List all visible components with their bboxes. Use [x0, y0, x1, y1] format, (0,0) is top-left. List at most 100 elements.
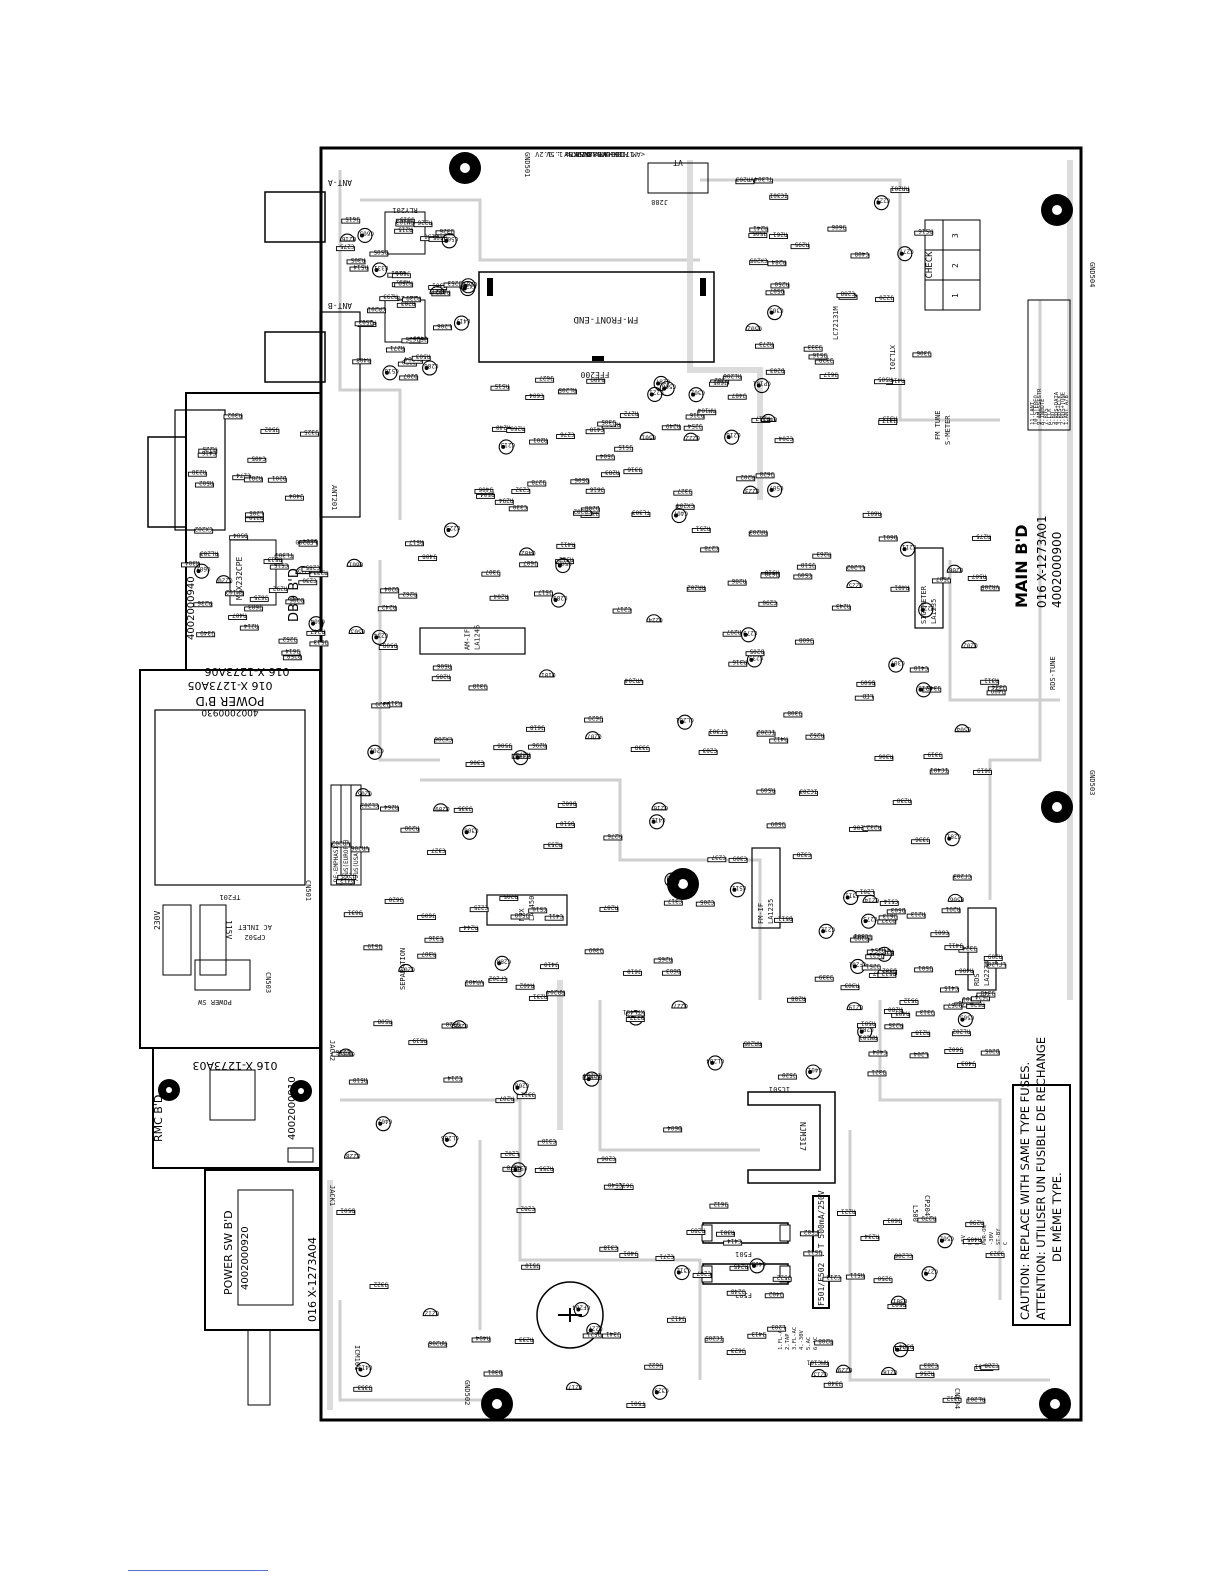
component-label: C225 [473, 904, 488, 911]
component-label: J404 [289, 492, 304, 499]
component-label: R272 [624, 410, 639, 417]
component-label: R513 [267, 556, 282, 563]
component-label: R288 [791, 994, 806, 1001]
component-label: CX203 [458, 283, 476, 290]
component [369, 251, 389, 257]
component-label: R301 [720, 1228, 735, 1235]
component [556, 543, 576, 549]
component-label: R304 [185, 559, 200, 566]
component-label: CF201 [848, 960, 866, 967]
component [341, 218, 361, 224]
component [937, 1233, 953, 1249]
component-label: R207 [499, 1095, 514, 1102]
component-label: R509 [760, 786, 775, 793]
component [944, 945, 964, 951]
component [783, 712, 803, 718]
ic-label: SIG-METER [920, 585, 928, 624]
component-label: J324 [962, 944, 977, 951]
component [267, 477, 287, 483]
component [758, 601, 778, 607]
component-label: R205 [503, 892, 518, 899]
component-label: J405 [432, 233, 447, 240]
component [666, 1317, 686, 1323]
component [396, 302, 416, 308]
component [704, 1337, 724, 1343]
component-label: Q502 [747, 324, 762, 331]
component [225, 591, 245, 597]
component-label: C502 [939, 1235, 954, 1242]
component-label: J622 [648, 1361, 663, 1368]
svg-text:230V: 230V [153, 911, 162, 930]
component-label: R230 [896, 797, 911, 804]
component-label: R208 [818, 1337, 833, 1344]
component-label: C283 [923, 1361, 938, 1368]
component-label: C418 [589, 426, 604, 433]
component [671, 508, 687, 524]
component-label: R254 [870, 946, 885, 953]
component [769, 738, 789, 744]
component [856, 681, 876, 687]
component-label: C318 [603, 1243, 618, 1250]
component-label: C506 [661, 383, 676, 390]
component-label: RMC101 [806, 1358, 828, 1365]
component-label: R255 [538, 1164, 553, 1171]
component-label: R213 [910, 910, 925, 917]
component-label: C601 [934, 929, 949, 936]
component [336, 879, 355, 885]
component [570, 479, 590, 485]
component-label: R249 [665, 422, 680, 429]
component-label: J306 [916, 349, 931, 356]
component [498, 439, 514, 455]
component [683, 432, 699, 441]
component [338, 1048, 354, 1057]
component [894, 1254, 914, 1260]
component [722, 375, 742, 381]
component-label: C416 [201, 449, 216, 456]
component-label: R209 [987, 952, 1002, 959]
component [892, 1342, 908, 1358]
component [919, 1364, 939, 1370]
component-label: R507 [971, 572, 986, 579]
component [695, 901, 715, 907]
component-label: D602 [561, 799, 576, 806]
component-label: Q201 [400, 965, 415, 972]
component [514, 1339, 534, 1344]
component [194, 482, 214, 488]
component-label: CL203 [360, 801, 378, 808]
connector-pin-label: 11.LANT [1030, 401, 1036, 425]
j-pin-label: ST-BY [996, 1228, 1002, 1245]
component [630, 747, 650, 752]
component-label: C273 [863, 915, 878, 922]
component-label: C278 [704, 544, 719, 551]
component [453, 315, 470, 331]
component [769, 234, 788, 239]
component [339, 233, 355, 242]
component-label: R293 [383, 293, 398, 300]
component [626, 1011, 646, 1017]
component-label: J618 [530, 723, 545, 730]
component-label: C308 [464, 826, 479, 833]
component-label: Q220 [218, 577, 233, 584]
fuse-f501 [702, 1222, 789, 1244]
component-label: J409 [990, 687, 1005, 694]
component-label: J319 [927, 751, 942, 758]
main-title: MAIN B'D [1012, 524, 1031, 608]
component [519, 562, 539, 568]
component-label: J510 [525, 1261, 540, 1268]
component-label: C202 [369, 746, 384, 753]
component-label: C505 [443, 235, 458, 242]
component [300, 431, 319, 437]
svg-text:GND504: GND504 [1088, 262, 1096, 287]
component-label: J322 [373, 1281, 388, 1288]
component [537, 1140, 557, 1146]
component [912, 352, 932, 358]
component-label: J608 [799, 636, 814, 643]
component [899, 1000, 919, 1005]
component [451, 1020, 467, 1029]
component-label: Q218 [883, 1368, 898, 1375]
component-label: L204 [913, 1050, 928, 1057]
component-label: R251 [695, 524, 710, 531]
component-label: R290 [969, 1219, 984, 1226]
component-label: J517 [538, 588, 553, 595]
